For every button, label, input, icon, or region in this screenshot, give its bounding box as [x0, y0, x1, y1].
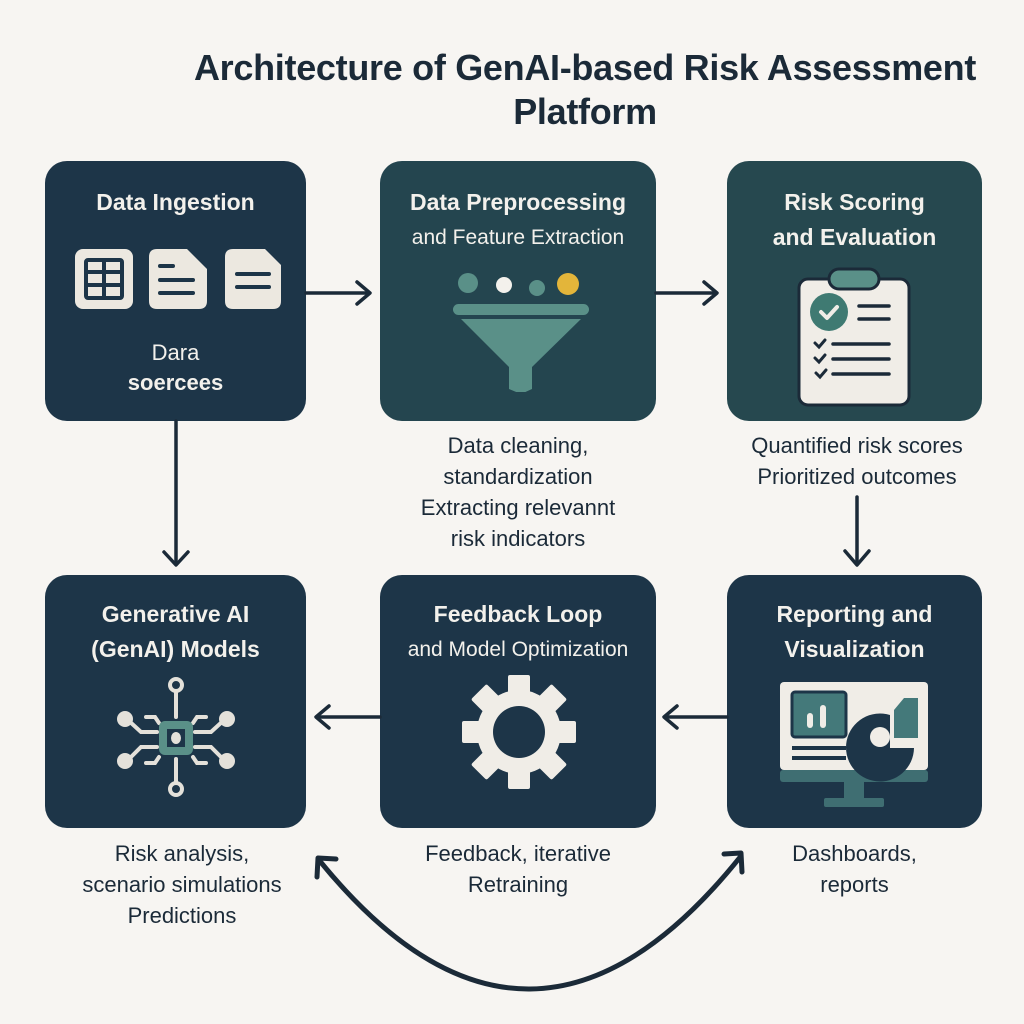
- diagram-title: Architecture of GenAI-based Risk Assessm…: [150, 46, 1020, 134]
- heading-line: and Evaluation: [772, 224, 937, 250]
- caption-line: reports: [820, 872, 889, 897]
- arrow-ingestion-to-preprocessing: [304, 280, 372, 306]
- caption-line: Data cleaning,: [447, 433, 589, 458]
- caption-risk-scoring: Quantified risk scores Prioritized outco…: [712, 430, 1002, 492]
- caption-line: Extracting relevannt: [420, 495, 616, 520]
- caption-line: risk indicators: [450, 526, 586, 551]
- label-line: Dara: [151, 340, 200, 365]
- data-sources-icons: [75, 249, 281, 309]
- data-dot: [458, 273, 478, 293]
- stage-heading: Feedback Loop and Model Optimization: [380, 597, 656, 667]
- funnel-icon: [453, 273, 589, 392]
- heading-line: Visualization: [784, 636, 925, 662]
- arrow-feedback-to-genai: [314, 704, 382, 730]
- caption-line: scenario simulations: [82, 872, 282, 897]
- data-dot: [557, 273, 579, 295]
- ai-chip-network-icon: [117, 677, 235, 797]
- heading-line: Data Preprocessing: [409, 189, 627, 215]
- stage-heading: Reporting and Visualization: [727, 597, 982, 667]
- title-line-2: Platform: [513, 91, 657, 132]
- caption-line: Retraining: [467, 872, 569, 897]
- stage-risk-scoring: Risk Scoring and Evaluation: [727, 161, 982, 421]
- monitor-dashboard-icon: [780, 682, 928, 807]
- gear-icon: [462, 675, 576, 789]
- label-line: soercees: [127, 370, 224, 395]
- data-dot: [529, 280, 545, 296]
- heading-line: Data Ingestion: [96, 189, 255, 215]
- caption-data-preprocessing: Data cleaning, standardization Extractin…: [380, 430, 656, 554]
- heading-line: Generative AI: [101, 601, 250, 627]
- stage-heading: Generative AI (GenAI) Models: [45, 597, 306, 667]
- stage-feedback-loop: Feedback Loop and Model Optimization: [380, 575, 656, 828]
- stage-data-preprocessing: Data Preprocessing and Feature Extractio…: [380, 161, 656, 421]
- heading-line: and Model Optimization: [407, 638, 629, 661]
- caption-line: Quantified risk scores: [751, 433, 963, 458]
- caption-genai-models: Risk analysis, scenario simulations Pred…: [42, 838, 322, 931]
- arrow-ingestion-to-genai: [162, 419, 190, 567]
- heading-line: Reporting and: [776, 601, 933, 627]
- caption-reporting: Dashboards, reports: [727, 838, 982, 900]
- stage-heading: Data Ingestion: [45, 185, 306, 220]
- heading-line: and Feature Extraction: [411, 226, 625, 249]
- stage-genai-models: Generative AI (GenAI) Models: [45, 575, 306, 828]
- stage-heading: Data Preprocessing and Feature Extractio…: [380, 185, 656, 255]
- heading-line: Risk Scoring: [784, 189, 925, 215]
- arrow-reporting-to-feedback: [662, 704, 729, 730]
- stage-data-ingestion: Data Ingestion Dara soercees: [45, 161, 306, 421]
- stage-heading: Risk Scoring and Evaluation: [727, 185, 982, 255]
- arrow-preprocessing-to-scoring: [654, 280, 719, 306]
- caption-line: Feedback, iterative: [425, 841, 611, 866]
- clipboard-checklist-icon: [797, 267, 911, 407]
- caption-line: Dashboards,: [792, 841, 917, 866]
- heading-line: Feedback Loop: [433, 601, 603, 627]
- stage-reporting: Reporting and Visualization: [727, 575, 982, 828]
- document-icon: [149, 249, 207, 309]
- heading-line: (GenAI) Models: [91, 636, 260, 662]
- caption-line: Predictions: [127, 903, 237, 928]
- arrow-scoring-to-reporting: [843, 495, 871, 567]
- file-icon: [225, 249, 281, 309]
- data-sources-label: Dara soercees: [45, 338, 306, 398]
- title-line-1: Architecture of GenAI-based Risk Assessm…: [193, 47, 977, 88]
- caption-line: standardization: [443, 464, 593, 489]
- spreadsheet-icon: [75, 249, 133, 309]
- caption-line: Risk analysis,: [114, 841, 250, 866]
- data-dot: [496, 277, 512, 293]
- caption-line: Prioritized outcomes: [757, 464, 957, 489]
- caption-feedback-loop: Feedback, iterative Retraining: [380, 838, 656, 900]
